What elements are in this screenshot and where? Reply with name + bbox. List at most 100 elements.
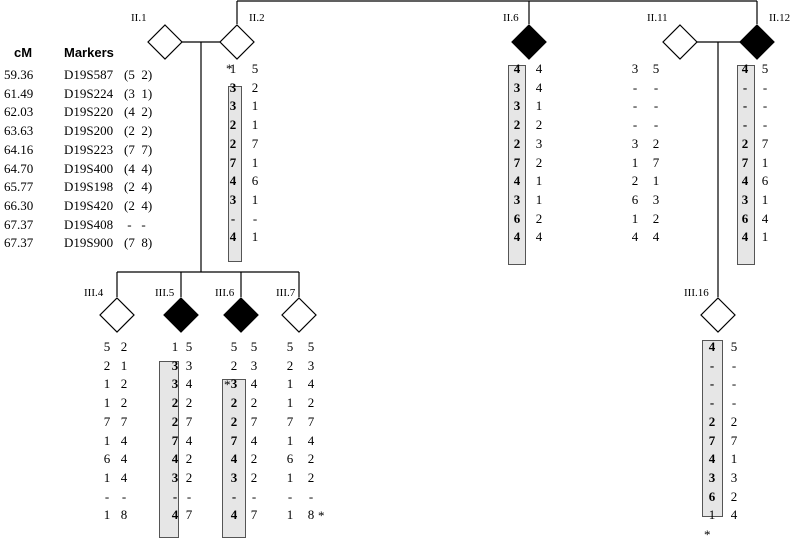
marker-cm: 62.03 — [4, 104, 34, 120]
allele-value: 1 — [171, 339, 179, 354]
allele-value: 2 — [730, 488, 738, 504]
allele-value: 4 — [307, 376, 315, 392]
allele-value: 7 — [120, 413, 128, 429]
allele-value: 7 — [730, 432, 738, 448]
allele-value: 5 — [251, 61, 259, 76]
disease-haplotype-box — [702, 340, 723, 517]
allele-value: 3 — [730, 469, 738, 485]
allele-value: 6 — [103, 451, 111, 467]
allele-value: 1 — [708, 507, 716, 523]
allele-value: 6 — [761, 173, 769, 189]
allele-value: 5 — [286, 339, 294, 354]
marker-name: D19S408 — [64, 216, 114, 232]
allele-value: 4 — [513, 61, 521, 76]
allele-value: 1 — [251, 229, 259, 245]
individual-label: III.4 — [84, 287, 104, 299]
allele-value: 1 — [286, 376, 294, 392]
disease-haplotype-box — [737, 65, 755, 265]
allele-value: 1 — [103, 469, 111, 485]
unaffected-individual-symbol — [99, 297, 135, 333]
affected-individual-symbol — [739, 24, 775, 60]
allele-value: 4 — [631, 229, 639, 245]
markers-column-header: Markers — [64, 45, 114, 60]
allele-value: 4 — [120, 432, 128, 448]
allele-value: 4 — [229, 229, 237, 245]
allele-value: 1 — [631, 154, 639, 170]
allele-value: - — [308, 488, 314, 504]
allele-value: - — [653, 98, 659, 114]
allele-value: 1 — [251, 98, 259, 114]
marker-cm: 59.36 — [4, 67, 34, 82]
marker-parent: - - — [124, 216, 146, 232]
allele-value: 2 — [185, 395, 193, 411]
marker-parent: (2 4) — [124, 179, 153, 195]
allele-value: 7 — [307, 413, 315, 429]
allele-value: 1 — [103, 395, 111, 411]
recombination-asterisk: * — [318, 508, 325, 523]
allele-value: 3 — [652, 191, 660, 207]
unaffected-individual-symbol — [147, 24, 183, 60]
marker-parent: (7 7) — [124, 141, 153, 157]
allele-value: 1 — [251, 191, 259, 207]
allele-value: 4 — [307, 432, 315, 448]
cm-column-header: cM — [14, 45, 33, 60]
allele-value: 1 — [631, 210, 639, 226]
allele-value: 8 — [120, 507, 128, 523]
allele-value: - — [731, 376, 737, 392]
individual-label: II.11 — [647, 12, 668, 24]
allele-value: 2 — [741, 135, 749, 151]
allele-value: 3 — [708, 469, 716, 485]
marker-name: D19S400 — [64, 160, 114, 176]
allele-value: 2 — [230, 395, 238, 411]
allele-value: 5 — [185, 339, 193, 354]
allele-value: 7 — [708, 432, 716, 448]
allele-value: 2 — [230, 357, 238, 373]
allele-value: - — [104, 488, 110, 504]
unaffected-individual-symbol — [281, 297, 317, 333]
allele-value: 1 — [652, 173, 660, 189]
allele-value: 1 — [103, 432, 111, 448]
disease-haplotype-box — [508, 65, 526, 265]
allele-value: - — [742, 98, 748, 114]
allele-value: 1 — [761, 229, 769, 245]
allele-value: 2 — [307, 451, 315, 467]
marker-parent: (7 8) — [124, 235, 153, 251]
allele-value: 2 — [171, 413, 179, 429]
allele-value: 3 — [185, 357, 193, 373]
allele-value: 3 — [171, 376, 179, 392]
marker-parent: (2 2) — [124, 123, 153, 139]
allele-value: 2 — [229, 135, 237, 151]
marker-cm: 64.70 — [4, 160, 34, 176]
allele-value: - — [632, 98, 638, 114]
disease-haplotype-box — [228, 86, 242, 262]
allele-value: 2 — [652, 210, 660, 226]
marker-name: D19S200 — [64, 123, 114, 139]
allele-value: 2 — [535, 210, 543, 226]
disease-haplotype-box — [159, 361, 179, 538]
allele-value: 7 — [185, 413, 193, 429]
allele-value: 2 — [185, 451, 193, 467]
allele-value: 7 — [513, 154, 521, 170]
allele-value: 6 — [631, 191, 639, 207]
allele-value: - — [742, 117, 748, 133]
allele-value: 1 — [535, 191, 543, 207]
allele-value: 7 — [286, 413, 294, 429]
disease-haplotype-box — [222, 379, 246, 538]
allele-value: 4 — [120, 451, 128, 467]
allele-value: 3 — [229, 79, 237, 95]
allele-value: 3 — [513, 79, 521, 95]
allele-value: - — [762, 117, 768, 133]
marker-parent: (4 2) — [124, 104, 153, 120]
allele-value: 5 — [230, 339, 238, 354]
pedigree-symbols — [99, 24, 775, 333]
allele-value: 1 — [103, 507, 111, 523]
individual-label: III.6 — [215, 287, 235, 299]
allele-value: 4 — [513, 173, 521, 189]
allele-value: 2 — [307, 395, 315, 411]
allele-value: 7 — [761, 135, 769, 151]
allele-value: - — [287, 488, 293, 504]
individual-label: II.6 — [503, 12, 519, 24]
allele-value: 5 — [652, 61, 660, 76]
allele-value: 2 — [185, 469, 193, 485]
